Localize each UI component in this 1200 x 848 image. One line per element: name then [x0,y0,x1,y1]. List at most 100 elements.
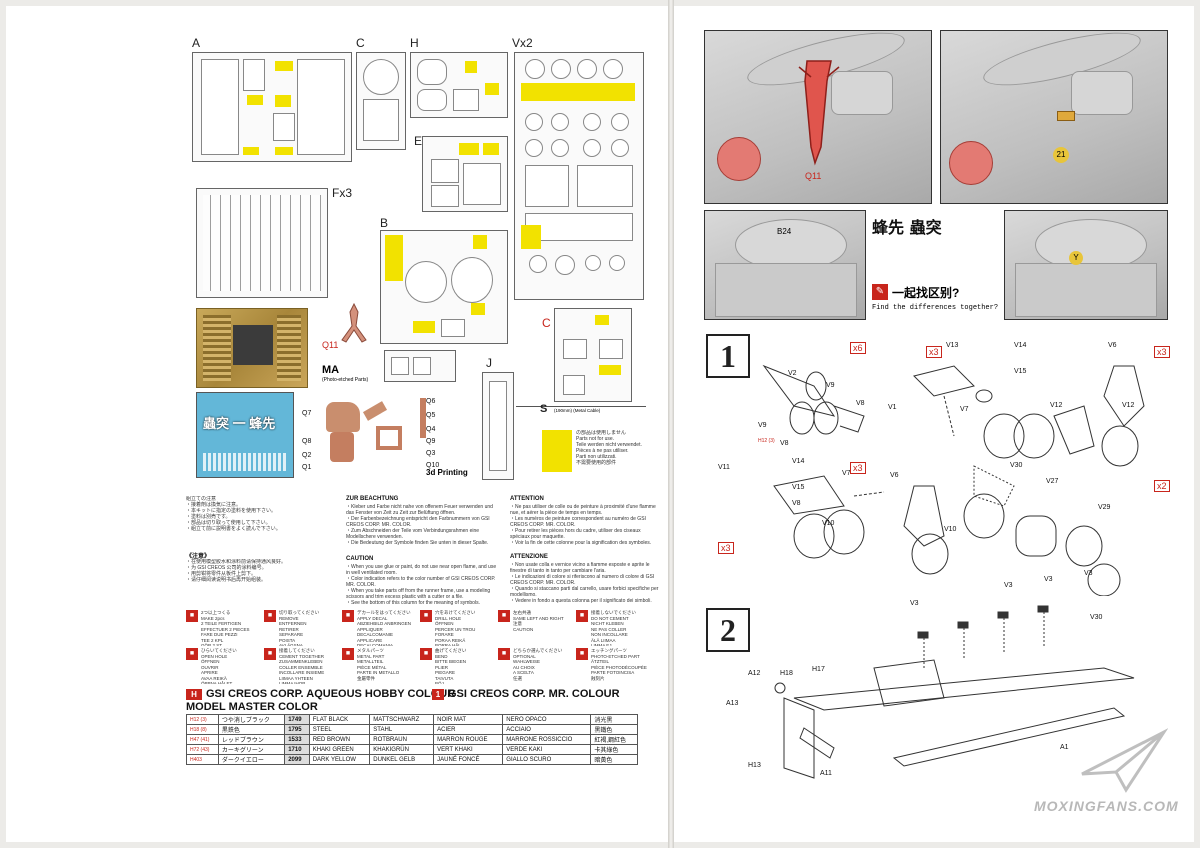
step2-part-label: A11 [820,770,832,777]
notes-chinese-title: 《注意》 [186,554,211,560]
decal-sheet: 蟲突 一 蜂先 [196,392,294,478]
spot-diff-title: 一起找区别? [892,286,960,300]
sprue-label-vx2: Vx2 [512,36,533,50]
sprue-j-diagram [482,372,514,480]
spot-diff-subtitle: Find the differences together? [872,304,999,312]
sprue-h-diagram [410,52,508,118]
symbol-icon: ■ [264,648,276,660]
step1-part-label: V9 [826,382,835,389]
symbol-icon: ■ [420,648,432,660]
color-cell-code: H18 (8) [186,724,219,735]
multiplier-badge: x6 [850,342,866,354]
photo-etch-fret [196,308,308,388]
color-cell-mm: 2099 [284,754,310,765]
unused-parts-note: の部品は使用しません Parts not for use. Teile werd… [576,430,642,466]
symbol-icon: ■ [186,610,198,622]
step1-part-label: V27 [1046,478,1059,485]
step-2-diagram [774,605,1135,779]
ma-sub-label: (Photo-etched Parts) [322,377,369,383]
notes-french: ・Ne pas utiliser de colle ou de peinture… [510,504,656,546]
symbol-icon: ■ [576,648,588,660]
color-cell-fr: NOIR MAT [433,714,504,725]
step1-part-label: V15 [1014,368,1027,375]
step1-part-label: V9 [758,422,767,429]
notes-italian: ・Non usate colla e vernice vicino a fiam… [510,562,659,604]
q-part-label: Q8 [302,438,312,445]
symbol-description: デカールをはってください APPLY DECAL ABZIEHBILD ANBR… [357,610,412,646]
step1-part-label: V15 [792,484,805,491]
step-2-number: 2 [706,608,750,652]
photo-label-y: Y [1069,251,1083,265]
notes-italian-title: ATTENZIONE [510,554,548,560]
step2-part-label: H18 [780,670,793,677]
color-cell-it: GIALLO SCURO [502,754,592,765]
photo-label-21: 21 [1053,147,1069,163]
step2-part-label: V3 [1084,570,1093,577]
color-cell-fr: JAUNÉ FONCÉ [433,754,504,765]
sprue-label-fx3: Fx3 [332,186,353,200]
symbol-icon: ■ [498,610,510,622]
color-cell-zh: 紅褐,鋼紅色 [590,734,638,745]
sprue-label-a: A [192,36,201,50]
color-cell-en: STEEL [308,724,371,735]
step2-part-label: V3 [1044,576,1053,583]
color-cell-zh: 消光黑 [590,714,638,725]
color-cell-code: H12 (3) [186,714,219,725]
symbol-description: 曲げてください BEND BITTE BIEGEN PLIER PIEGARE … [435,648,467,684]
q-part-label: Q2 [302,452,312,459]
sprue-small-diagram [384,350,456,382]
step1-part-label: V8 [792,500,801,507]
aqueous-badge: H [186,689,202,700]
reference-photo-2: 21 [940,30,1168,204]
color-cell-mm: 1533 [284,734,310,745]
q-part-label: Q5 [426,412,436,419]
sprue-a-diagram [192,52,352,162]
sprue-label-c: C [356,36,365,50]
watermark: MOXINGFANS.COM [1034,798,1179,814]
color-cell-de: MATTSCHWARZ [369,714,435,725]
q-part-label: Q3 [426,450,436,457]
notes-caution-title: CAUTION [346,556,374,562]
step2-part-label: H13 [748,762,761,769]
color-cell-fr: VERT KHAKI [433,744,504,755]
metal-cable-line [516,406,646,407]
symbol-icon: ■ [420,610,432,622]
model-master-header: MODEL MASTER COLOR [186,701,318,713]
color-cell-zh: 卡其綠色 [590,744,638,755]
color-cell-en: RED BROWN [308,734,371,745]
color-cell-de: KHAKIGRÜN [369,744,435,755]
notes-german: ・Kleber und Farbe nicht nahe von offenem… [346,504,493,546]
color-cell-mm: 1749 [284,714,310,725]
step1-part-label: V12 [1050,402,1063,409]
aqueous-header: GSI CREOS CORP. AQUEOUS HOBBY COLOUR [206,688,456,700]
step1-part-label: V1 [888,404,897,411]
notes-german-title: ZUR BEACHTUNG [346,496,399,502]
color-cell-jp: 黒鉄色 [217,724,286,735]
q-part-label: Q4 [426,426,436,433]
symbol-description: ひらいてください OPEN HOLE ÖFFNEN OUVRIR APRIRE … [201,648,237,684]
symbol-icon: ■ [342,648,354,660]
step2-part-label: A12 [748,670,761,677]
sprue-v-diagram [514,52,644,300]
symbol-description: 左右共通 SAME LEFT AND RIGHT 注意 CAUTION [513,610,564,632]
q-part-label: Q7 [302,410,312,417]
ma-label: MA [322,364,340,376]
sprue-label-b: B [380,216,389,230]
mr-color-badge: 1 [432,689,444,700]
symbol-icon: ■ [576,610,588,622]
step1-part-label: V30 [1090,614,1103,621]
sprue-c-diagram [356,52,406,150]
step1-part-label: V11 [718,464,730,471]
symbol-description: 接着してください CEMENT TOGETHER ZUSAMMENKLEBEN … [279,648,325,684]
printing-note: 3d Printing [426,468,468,477]
photo-label-q11: Q11 [805,171,822,181]
q11-red-part [798,60,840,166]
multiplier-badge: x3 [926,346,942,358]
book-spine [668,0,674,848]
step1-part-label: V8 [780,440,789,447]
reference-photo-4: Y [1004,210,1168,320]
step1-part-label: V8 [856,400,865,407]
reference-photo-3: B24 [704,210,866,320]
